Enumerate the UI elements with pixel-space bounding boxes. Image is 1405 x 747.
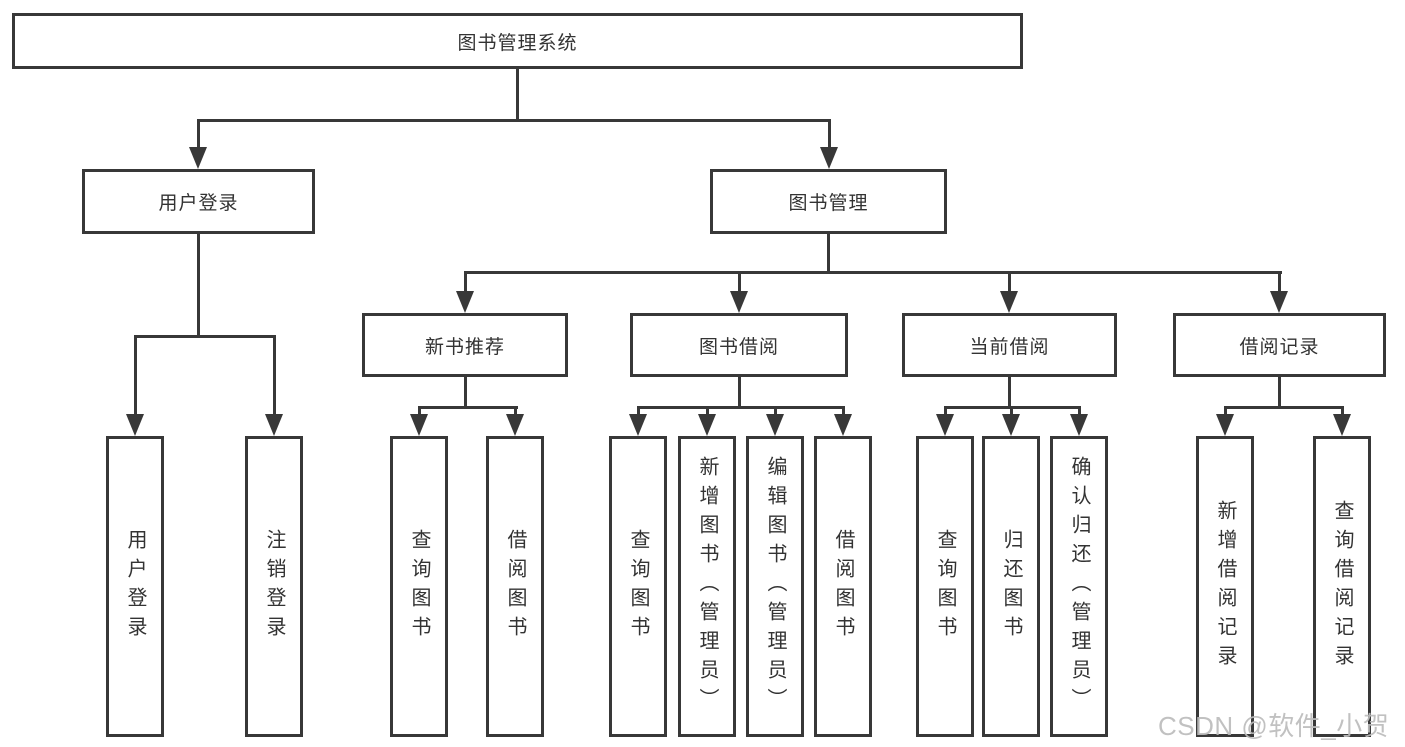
node-label: 用户登录 [158, 193, 239, 214]
leaf-label: 查询借阅记录 [1331, 499, 1353, 674]
arrowhead-icon [126, 414, 144, 436]
leaf-label: 新增借阅记录 [1214, 499, 1236, 674]
arrowhead-icon [698, 414, 716, 436]
tree-connector-line [637, 406, 845, 409]
leaf-label: 新增图书（管理员） [696, 456, 718, 717]
arrowhead-icon [820, 147, 838, 169]
leaf-add-borrow-record: 新增借阅记录 [1196, 436, 1254, 737]
tree-connector-line [134, 335, 276, 338]
tree-connector-line [197, 234, 200, 337]
arrowhead-icon [730, 291, 748, 313]
leaf-confirm-return-admin: 确认归还（管理员） [1050, 436, 1108, 737]
node-label: 新书推荐 [424, 336, 505, 358]
arrowhead-icon [1002, 414, 1020, 436]
tree-connector-line [706, 406, 709, 417]
tree-connector-line [1341, 406, 1344, 417]
tree-connector-line [273, 335, 276, 417]
leaf-label: 注销登录 [263, 528, 285, 645]
leaf-query-books-current: 查询图书 [916, 436, 974, 737]
node-label: 图书借阅 [698, 336, 779, 358]
leaf-borrow-books: 借阅图书 [814, 436, 872, 737]
arrowhead-icon [265, 414, 283, 436]
arrowhead-icon [936, 414, 954, 436]
arrowhead-icon [834, 414, 852, 436]
leaf-label: 查询图书 [627, 528, 649, 645]
tree-connector-line [1008, 377, 1011, 409]
arrowhead-icon [766, 414, 784, 436]
tree-connector-line [828, 119, 831, 151]
tree-connector-line [637, 406, 640, 417]
tree-connector-line [1278, 377, 1281, 409]
tree-connector-line [197, 119, 200, 151]
tree-connector-line [464, 271, 467, 293]
leaf-label: 归还图书 [1000, 528, 1022, 645]
tree-connector-line [516, 68, 519, 120]
tree-connector-line [1278, 271, 1281, 293]
node-label: 图书管理系统 [457, 32, 578, 54]
tree-connector-line [1078, 406, 1081, 417]
node-borrow-records: 借阅记录 [1173, 313, 1386, 377]
node-book-borrowing: 图书借阅 [630, 313, 848, 377]
arrowhead-icon [1070, 414, 1088, 436]
tree-connector-line [1224, 406, 1227, 417]
node-book-management-branch: 图书管理 [710, 169, 947, 234]
leaf-label: 确认归还（管理员） [1068, 456, 1090, 717]
arrowhead-icon [1216, 414, 1234, 436]
tree-connector-line [738, 377, 741, 409]
arrowhead-icon [189, 147, 207, 169]
tree-connector-line [774, 406, 777, 417]
leaf-label: 借阅图书 [832, 528, 854, 645]
tree-connector-line [464, 271, 1282, 274]
arrowhead-icon [629, 414, 647, 436]
node-user-login-branch: 用户登录 [82, 169, 315, 234]
tree-connector-line [842, 406, 845, 417]
leaf-logout: 注销登录 [245, 436, 303, 737]
node-current-borrowing: 当前借阅 [902, 313, 1117, 377]
tree-connector-line [418, 406, 518, 409]
node-root-system: 图书管理系统 [12, 13, 1023, 69]
arrowhead-icon [456, 291, 474, 313]
arrowhead-icon [1000, 291, 1018, 313]
node-label: 借阅记录 [1239, 336, 1320, 358]
tree-connector-line [1010, 406, 1013, 417]
tree-connector-line [1008, 271, 1011, 293]
tree-connector-line [944, 406, 947, 417]
leaf-label: 查询图书 [408, 528, 430, 645]
arrowhead-icon [1270, 291, 1288, 313]
tree-connector-line [418, 406, 421, 417]
node-label: 当前借阅 [969, 336, 1050, 358]
csdn-watermark: CSDN @软件_小贺同学 [1158, 711, 1390, 741]
tree-connector-line [514, 406, 517, 417]
tree-connector-line [197, 119, 831, 122]
node-new-book-recommend: 新书推荐 [362, 313, 568, 377]
tree-connector-line [134, 335, 137, 417]
tree-connector-line [738, 271, 741, 293]
arrowhead-icon [1333, 414, 1351, 436]
leaf-query-borrow-record: 查询借阅记录 [1313, 436, 1371, 737]
arrowhead-icon [410, 414, 428, 436]
leaf-user-login: 用户登录 [106, 436, 164, 737]
tree-connector-line [827, 234, 830, 274]
leaf-label: 编辑图书（管理员） [764, 456, 786, 717]
leaf-query-books-recommend: 查询图书 [390, 436, 448, 737]
leaf-label: 借阅图书 [504, 528, 526, 645]
leaf-add-book-admin: 新增图书（管理员） [678, 436, 736, 737]
leaf-return-book: 归还图书 [982, 436, 1040, 737]
leaf-borrow-books-recommend: 借阅图书 [486, 436, 544, 737]
leaf-label: 查询图书 [934, 528, 956, 645]
node-label: 图书管理 [788, 193, 869, 214]
leaf-label: 用户登录 [124, 528, 146, 645]
leaf-query-books-borrowing: 查询图书 [609, 436, 667, 737]
arrowhead-icon [506, 414, 524, 436]
leaf-edit-book-admin: 编辑图书（管理员） [746, 436, 804, 737]
tree-connector-line [464, 377, 467, 409]
tree-connector-line [1224, 406, 1344, 409]
